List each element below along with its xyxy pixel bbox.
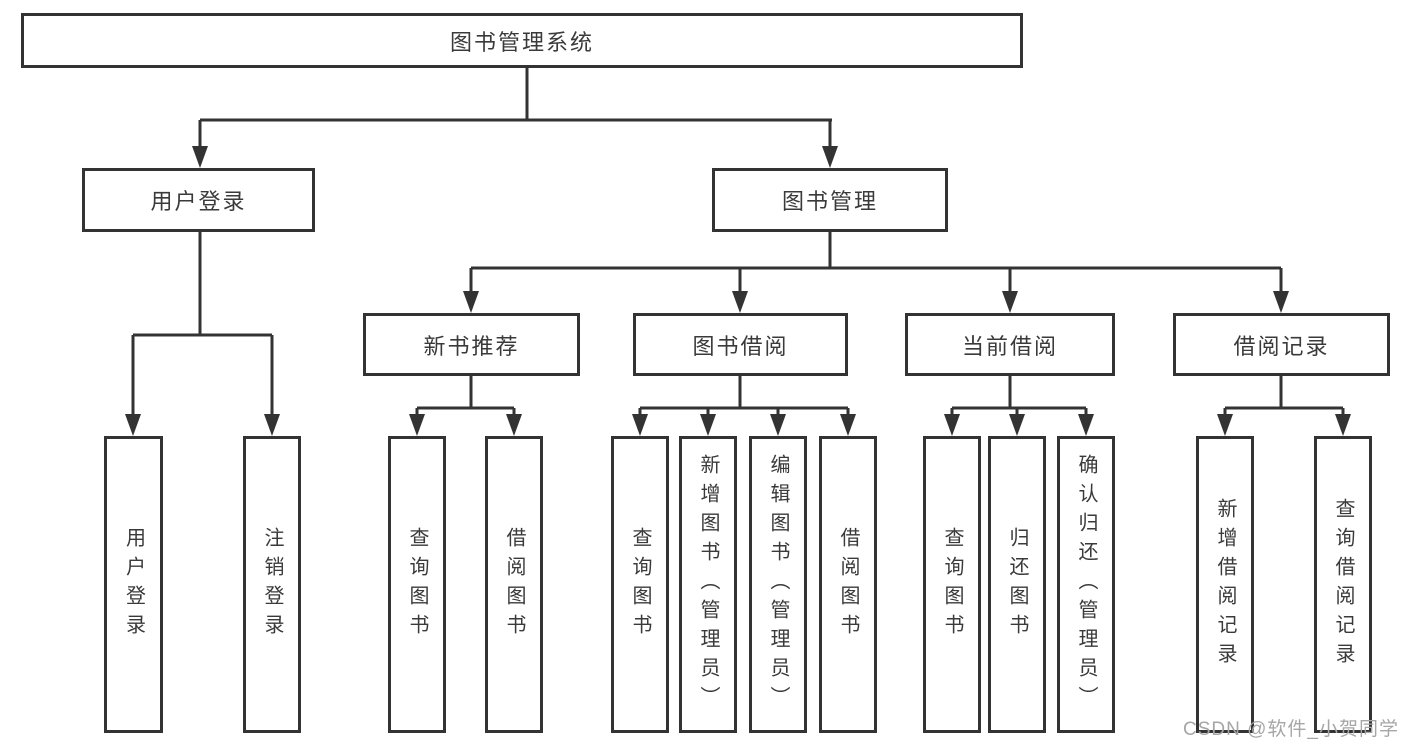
leaf-add-borrow-record: 新增借阅记录 xyxy=(1196,436,1254,733)
leaf-logout: 注销登录 xyxy=(243,436,301,733)
node-book-management-label: 图书管理 xyxy=(781,189,878,214)
watermark: CSDN @软件_小贺同学 xyxy=(1183,719,1399,740)
node-borrowing-records: 借阅记录 xyxy=(1173,313,1390,376)
leaf-confirm-return-admin-label: 确认归还（管理员） xyxy=(1075,454,1097,715)
leaf-user-login-label: 用户登录 xyxy=(122,526,145,643)
leaf-confirm-return-admin: 确认归还（管理员） xyxy=(1057,436,1115,733)
leaf-query-books-recommend: 查询图书 xyxy=(388,436,446,733)
leaf-return-books: 归还图书 xyxy=(988,436,1046,733)
leaf-query-books-recommend-label: 查询图书 xyxy=(406,526,428,643)
leaf-edit-books-admin-label: 编辑图书（管理员） xyxy=(767,454,789,715)
leaf-add-borrow-record-label: 新增借阅记录 xyxy=(1214,497,1236,672)
leaf-query-books-borrowing-label: 查询图书 xyxy=(629,526,651,643)
leaf-query-borrow-record: 查询借阅记录 xyxy=(1314,436,1372,733)
node-new-book-recommend: 新书推荐 xyxy=(363,313,580,376)
node-user-login: 用户登录 xyxy=(82,168,315,232)
leaf-edit-books-admin: 编辑图书（管理员） xyxy=(749,436,807,733)
leaf-borrow-books-recommend: 借阅图书 xyxy=(485,436,543,733)
node-book-borrowing-label: 图书借阅 xyxy=(692,333,789,359)
leaf-query-books-current-label: 查询图书 xyxy=(941,526,963,643)
leaf-return-books-label: 归还图书 xyxy=(1006,526,1028,643)
node-user-login-label: 用户登录 xyxy=(150,189,247,214)
node-current-borrowing: 当前借阅 xyxy=(905,313,1115,376)
node-book-management: 图书管理 xyxy=(712,168,948,232)
leaf-query-borrow-record-label: 查询借阅记录 xyxy=(1332,497,1354,672)
leaf-add-books-admin-label: 新增图书（管理员） xyxy=(697,454,719,715)
leaf-query-books-borrowing: 查询图书 xyxy=(611,436,669,733)
node-root-label: 图书管理系统 xyxy=(449,29,594,55)
leaf-borrow-books-recommend-label: 借阅图书 xyxy=(503,526,525,643)
leaf-logout-label: 注销登录 xyxy=(261,526,283,643)
leaf-user-login: 用户登录 xyxy=(104,436,163,733)
leaf-borrow-books-label: 借阅图书 xyxy=(837,526,859,643)
node-book-borrowing: 图书借阅 xyxy=(633,313,848,376)
leaf-add-books-admin: 新增图书（管理员） xyxy=(679,436,737,733)
node-current-borrowing-label: 当前借阅 xyxy=(961,333,1058,359)
node-new-book-recommend-label: 新书推荐 xyxy=(423,333,520,359)
leaf-borrow-books: 借阅图书 xyxy=(819,436,877,733)
node-borrowing-records-label: 借阅记录 xyxy=(1233,333,1330,359)
node-root: 图书管理系统 xyxy=(21,13,1023,68)
leaf-query-books-current: 查询图书 xyxy=(923,436,981,733)
